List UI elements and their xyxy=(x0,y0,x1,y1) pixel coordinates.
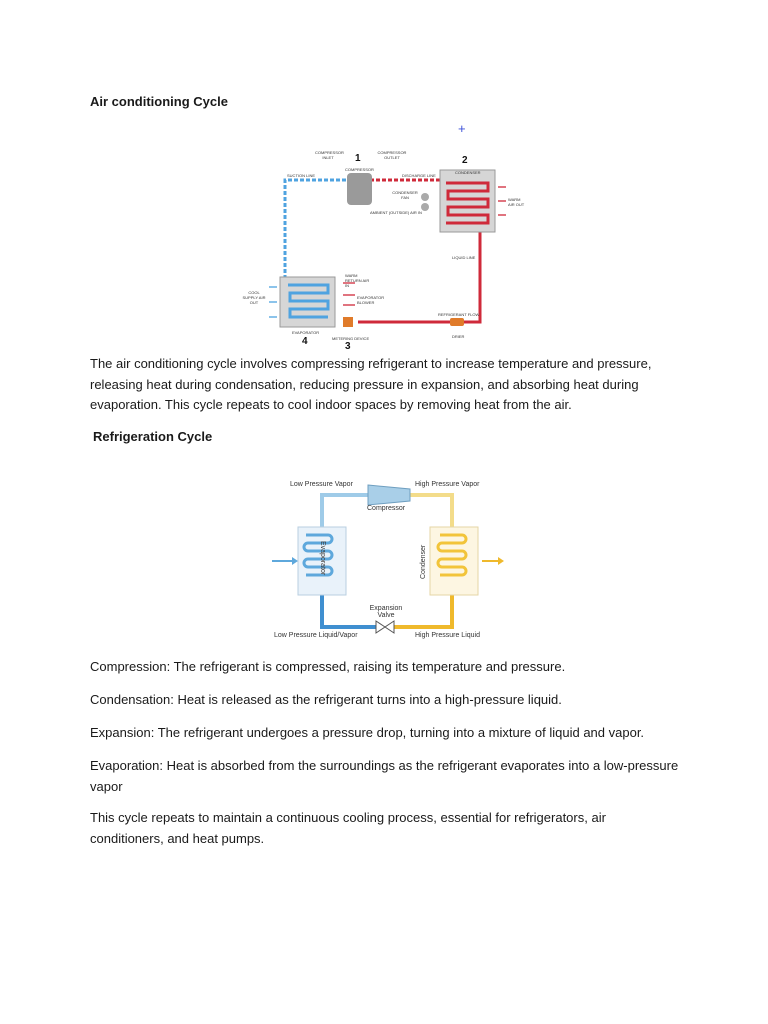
label-warm-return-air-in: WARM RETURN AIR IN xyxy=(345,273,370,288)
ac-diagram-graphic xyxy=(269,169,506,328)
label-high-pressure-liquid: High Pressure Liquid xyxy=(415,632,480,639)
label-metering-device: METERING DEVICE xyxy=(332,336,370,341)
heading-ac-cycle: Air conditioning Cycle xyxy=(90,94,228,109)
label-refrigerant-flow: REFRIGERANT FLOW xyxy=(438,312,480,317)
metering-device-shape xyxy=(343,317,353,327)
paragraph-evaporation: Evaporation: Heat is absorbed from the s… xyxy=(90,758,679,794)
label-compressor: Compressor xyxy=(367,505,406,512)
paragraph-compression: Compression: The refrigerant is compress… xyxy=(90,659,566,674)
label-evaporator: Evaporator xyxy=(319,541,326,576)
label-evaporator: EVAPORATOR xyxy=(292,330,320,335)
paragraph-cycle-summary: This cycle repeats to maintain a continu… xyxy=(90,810,606,846)
label-compressor-inlet: COMPRESSOR INLET xyxy=(315,150,344,160)
label-ambient-air-in: AMBIENT (OUTSIDE) AIR IN xyxy=(370,210,422,215)
ac-paragraph: The air conditioning cycle involves comp… xyxy=(90,356,652,412)
label-low-pressure-vapor: Low Pressure Vapor xyxy=(290,481,353,488)
number-1: 1 xyxy=(355,153,361,164)
label-discharge-line: DISCHARGE LINE xyxy=(402,173,436,178)
number-2: 2 xyxy=(462,155,468,166)
label-compressor-outlet: COMPRESSOR OUTLET xyxy=(377,150,407,160)
label-suction-line: SUCTION LINE xyxy=(287,173,316,178)
label-liquid-line: LIQUID LINE xyxy=(452,255,476,260)
paragraph-expansion: Expansion: The refrigerant undergoes a p… xyxy=(90,725,645,740)
compressor-shape xyxy=(347,173,372,205)
paragraph-condensation: Condensation: Heat is released as the re… xyxy=(90,692,562,707)
label-evaporator-blower: EVAPORATOR BLOWER xyxy=(357,295,385,305)
refrigeration-cycle-diagram: Low Pressure Vapor High Pressure Vapor C… xyxy=(260,475,510,645)
number-4: 4 xyxy=(302,336,308,347)
label-condenser: CONDENSER xyxy=(455,170,481,175)
compressor-shape xyxy=(367,484,411,506)
label-low-pressure-liquid-vapor: Low Pressure Liquid/Vapor xyxy=(274,632,358,639)
label-condenser: Condenser xyxy=(420,544,427,579)
expansion-valve-shape xyxy=(384,620,395,634)
label-cool-supply-air-out: COOL SUPPLY AIR OUT xyxy=(242,290,266,305)
plus-icon: + xyxy=(458,121,466,136)
heading-refrigeration-cycle: Refrigeration Cycle xyxy=(93,429,213,444)
label-compressor: COMPRESSOR xyxy=(345,167,374,172)
label-high-pressure-vapor: High Pressure Vapor xyxy=(415,481,480,488)
ac-cycle-diagram: COMPRESSOR INLET COMPRESSOR OUTLET 1 COM… xyxy=(240,145,530,355)
drier-shape xyxy=(450,318,464,326)
label-drier: DRIER xyxy=(452,334,465,339)
refrig-diagram-graphic xyxy=(272,484,504,634)
label-warm-air-out: WARM AIR OUT xyxy=(508,197,525,207)
label-condenser-fan: CONDENSER FAN xyxy=(392,190,418,200)
number-3: 3 xyxy=(345,341,351,352)
label-expansion-valve: Expansion Valve xyxy=(369,605,403,619)
